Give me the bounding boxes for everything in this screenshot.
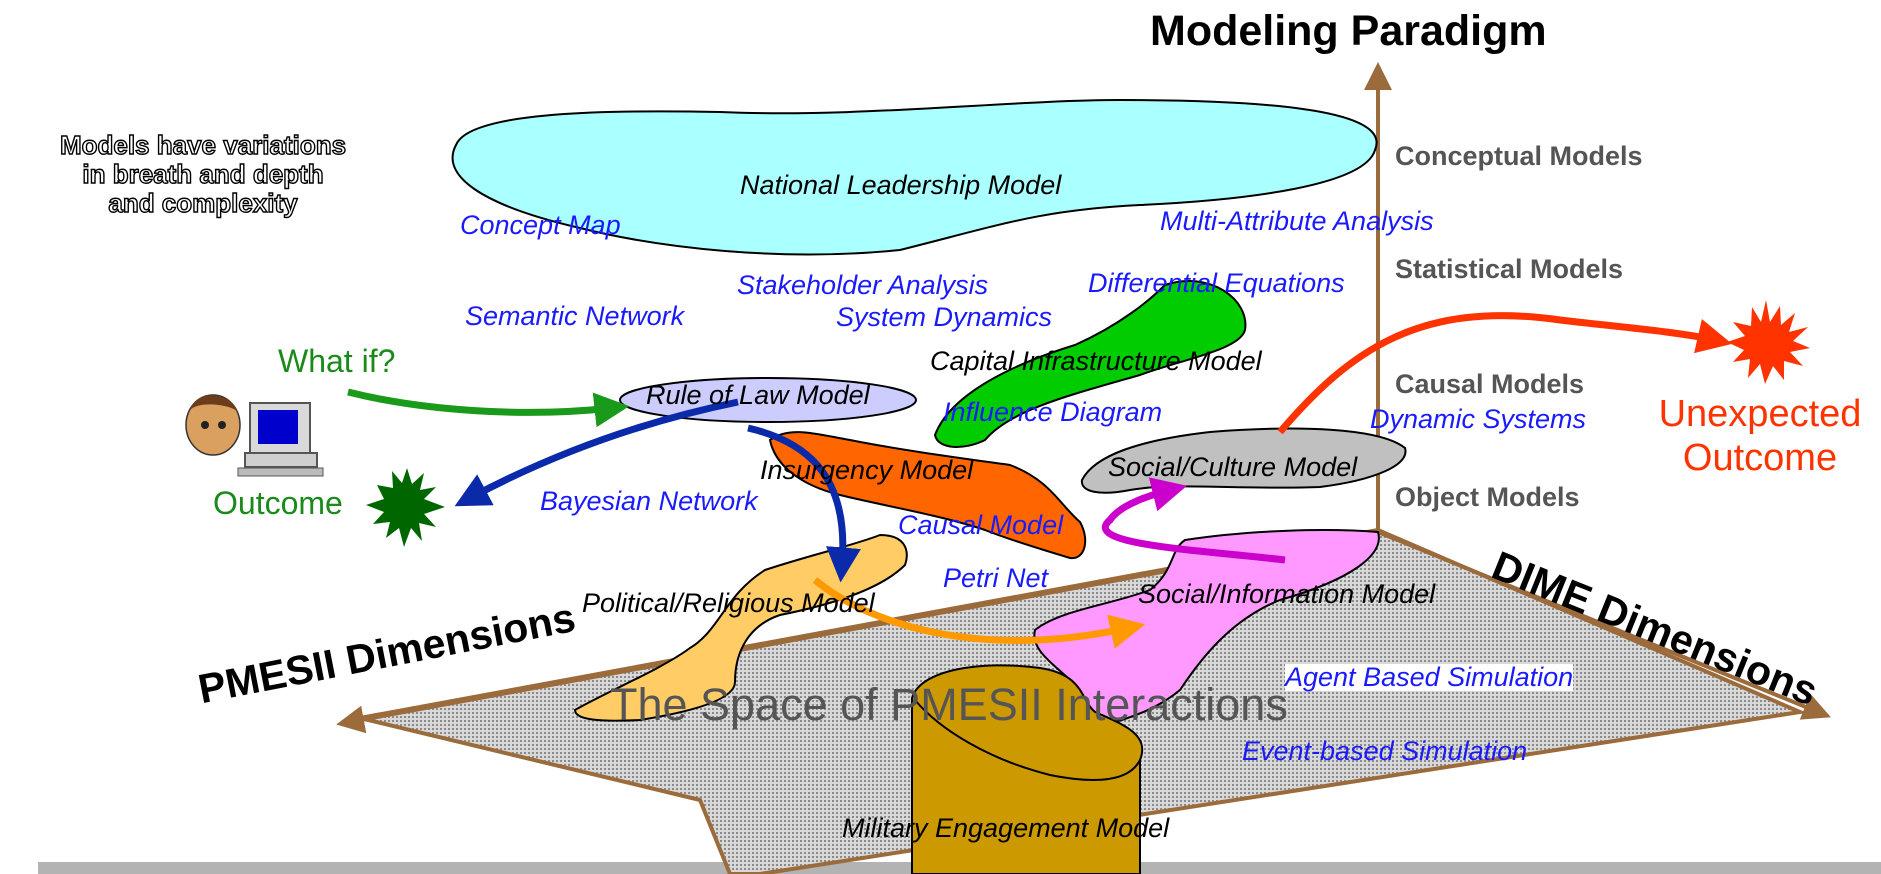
insurgency-arrow	[747, 424, 861, 583]
technique-event-based: Event-based Simulation	[1242, 736, 1528, 766]
model-military-engagement: Military Engagement Model	[842, 813, 1170, 843]
technique-dynamic-systems: Dynamic Systems	[1370, 404, 1587, 434]
technique-system-dynamics: System Dynamics	[836, 302, 1053, 332]
capital-infrastructure-shape	[933, 280, 1247, 448]
variations-note: Models have variations in breath and dep…	[8, 130, 398, 218]
model-national-leadership: National Leadership Model	[740, 170, 1062, 200]
paradigm-object: Object Models	[1395, 482, 1580, 512]
technique-differential: Differential Equations	[1088, 268, 1345, 298]
unexpected-line-2: Outcome	[1682, 437, 1838, 479]
what-if-arrow	[347, 388, 630, 428]
political-arrow	[812, 577, 1146, 649]
note-line-2: in breath and depth	[82, 159, 325, 189]
model-political-religious: Political/Religious Model	[582, 588, 875, 618]
paradigm-statistical: Statistical Models	[1395, 254, 1624, 284]
technique-stakeholder: Stakeholder Analysis	[737, 270, 989, 300]
outcome-arrow	[454, 398, 739, 507]
plane-label: The Space of PMESII Interactions	[610, 679, 1288, 730]
model-rule-of-law: Rule of Law Model	[646, 380, 870, 410]
dime-axis	[1377, 530, 1831, 720]
what-if-label: What if?	[278, 343, 396, 379]
technique-multi-attribute: Multi-Attribute Analysis	[1160, 206, 1434, 236]
technique-concept-map: Concept Map	[460, 210, 621, 240]
technique-influence: Influence Diagram	[943, 397, 1163, 427]
paradigm-conceptual: Conceptual Models	[1395, 141, 1643, 171]
outcome-label: Outcome	[213, 485, 343, 521]
model-social-information: Social/Information Model	[1138, 579, 1436, 609]
technique-causal-model: Causal Model	[898, 510, 1064, 540]
diagram-title: Modeling Paradigm	[1150, 7, 1547, 55]
outcome-star-icon	[366, 468, 445, 547]
insurgency-shape	[768, 431, 1087, 560]
political-religious-shape	[573, 533, 908, 722]
paradigm-causal: Causal Models	[1395, 369, 1585, 399]
national-leadership-shape	[451, 98, 1378, 256]
unexpected-arrow	[1277, 312, 1733, 435]
social-culture-shape	[1080, 427, 1407, 494]
social-arrow	[1101, 477, 1286, 564]
model-social-culture: Social/Culture Model	[1108, 452, 1358, 482]
model-insurgency: Insurgency Model	[760, 455, 974, 485]
note-line-1: Models have variations	[59, 130, 347, 160]
note-line-3: and complexity	[108, 188, 299, 218]
technique-petri: Petri Net	[943, 563, 1049, 593]
technique-agent-based: Agent Based Simulation	[1285, 662, 1574, 692]
military-engagement-shape	[911, 664, 1144, 874]
technique-bayesian: Bayesian Network	[540, 486, 758, 516]
unexpected-outcome-label: Unexpected Outcome	[1642, 392, 1878, 480]
model-capital-infrastructure: Capital Infrastructure Model	[930, 346, 1262, 376]
unexpected-star-icon	[1727, 300, 1810, 384]
unexpected-line-1: Unexpected	[1658, 393, 1862, 435]
computer-user-icon	[185, 394, 324, 477]
technique-semantic: Semantic Network	[465, 301, 685, 331]
